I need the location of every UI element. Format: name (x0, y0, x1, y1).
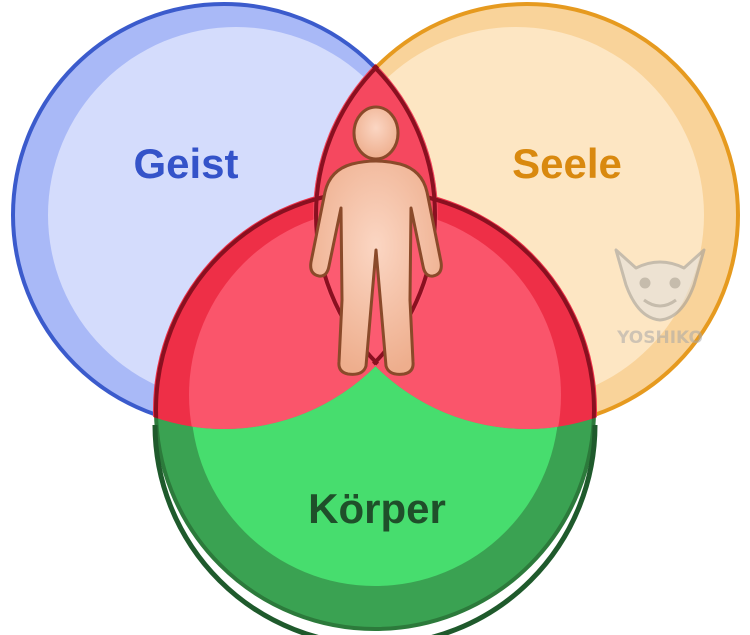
label-koerper: Körper (308, 485, 446, 532)
wolf-head-icon (614, 248, 706, 322)
human-figure-icon (309, 105, 443, 376)
watermark: YOSHIKO (614, 248, 706, 348)
watermark-text: YOSHIKO (616, 328, 703, 348)
label-geist: Geist (133, 140, 238, 187)
label-seele: Seele (512, 140, 622, 187)
